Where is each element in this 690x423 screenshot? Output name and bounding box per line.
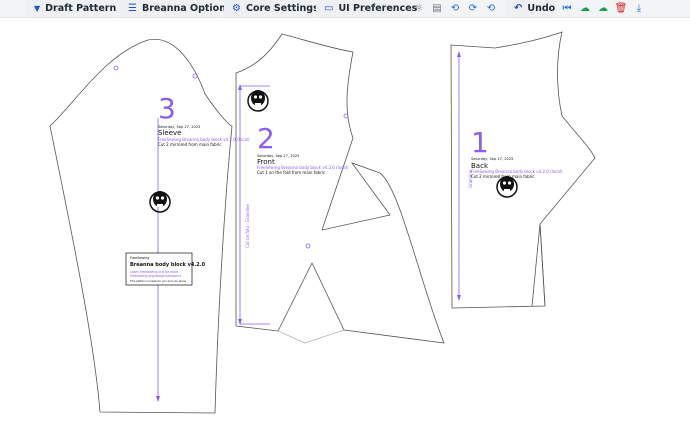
sleeve-outline bbox=[49, 38, 233, 414]
trash-icon[interactable]: 🗑 bbox=[614, 3, 628, 14]
back-grainline-label: Grainline bbox=[468, 169, 473, 188]
front-instruction: Cut 1 on the fold from main fabric bbox=[257, 170, 325, 175]
sleeve-date: Saturday, Sep 27, 2025 bbox=[158, 125, 200, 129]
toolbar: ▼ Draft Pattern ☰ Breanna Options ⚙ Core… bbox=[0, 0, 690, 18]
back-dart bbox=[531, 223, 546, 307]
zoom-fit-icon[interactable]: ⟲ bbox=[450, 3, 460, 14]
front-title: Front bbox=[257, 158, 275, 166]
skull-logo-icon bbox=[496, 176, 518, 198]
breanna-options-label: Breanna Options bbox=[141, 3, 232, 14]
back-title: Back bbox=[471, 162, 489, 170]
pattern-canvas[interactable]: 3 Saturday, Sep 27, 2025 Sleeve FreeSewi… bbox=[0, 18, 690, 423]
back-credit: FreeSewing Breanna body block v4.2.0 (lo… bbox=[471, 169, 563, 174]
sliders-icon: ☰ bbox=[128, 3, 137, 14]
skull-logo-icon bbox=[247, 90, 269, 112]
front-number: 2 bbox=[257, 122, 275, 155]
core-settings-label: Core Settings bbox=[245, 3, 319, 14]
chevron-down-icon: ▼ bbox=[34, 4, 41, 13]
first-icon[interactable]: ⏮ bbox=[562, 3, 572, 14]
breanna-options-button[interactable]: ☰ Breanna Options bbox=[120, 0, 232, 17]
ui-preferences-label: UI Preferences bbox=[338, 3, 418, 14]
sun-icon[interactable]: ☼ bbox=[414, 3, 424, 14]
export-icon[interactable]: ⤓ bbox=[636, 3, 642, 14]
front-notch bbox=[305, 243, 311, 249]
back-date: Saturday, Sep 27, 2025 bbox=[471, 157, 513, 161]
front-outline bbox=[235, 33, 445, 344]
sleeve-instruction: Cut 2 mirrored from main fabric bbox=[158, 142, 222, 147]
sleeve-notch bbox=[192, 73, 198, 79]
draft-pattern-button[interactable]: ▼ Draft Pattern bbox=[26, 0, 116, 17]
cloud-upload-icon[interactable]: ☁ bbox=[580, 3, 590, 14]
undo-icon: ↶ bbox=[514, 3, 523, 14]
grain-arrow bbox=[156, 396, 160, 402]
cloud-save-icon[interactable]: ☁ bbox=[598, 3, 608, 14]
front-dart-line bbox=[277, 329, 345, 344]
undo-button[interactable]: ↶ Undo bbox=[506, 0, 556, 17]
sleeve-title: Sleeve bbox=[158, 129, 181, 137]
core-settings-button[interactable]: ⚙ Core Settings bbox=[224, 0, 319, 17]
title-block-fine: This pattern is made for you and you alo… bbox=[130, 279, 186, 283]
front-fold-label: Cut on fold · Grainline bbox=[245, 204, 250, 248]
title-block-line1: Learn freesewing.org for more bbox=[130, 270, 178, 274]
back-number: 1 bbox=[471, 126, 489, 159]
title-block-brand: FreeSewing bbox=[130, 256, 149, 260]
title-block-name: Breanna body block v4.2.0 bbox=[130, 262, 206, 268]
back-instruction: Cut 2 mirrored from main fabric bbox=[471, 174, 535, 179]
back-outline bbox=[450, 31, 596, 309]
front-date: Saturday, Sep 27, 2025 bbox=[257, 154, 299, 158]
reset-icon[interactable]: ⟳ bbox=[468, 3, 478, 14]
title-block-line2: freesewing.org/designs/breanna bbox=[130, 274, 181, 278]
sleeve-credit: FreeSewing Breanna body block v4.2.0 (lo… bbox=[158, 137, 250, 142]
paperless-icon[interactable]: ▤ bbox=[432, 3, 442, 14]
grain-arrow bbox=[457, 51, 461, 57]
gear-icon: ⚙ bbox=[232, 3, 241, 14]
skull-logo-icon bbox=[149, 191, 171, 213]
sleeve-number: 3 bbox=[158, 92, 176, 125]
ui-preferences-button[interactable]: ▭ UI Preferences bbox=[316, 0, 417, 17]
monitor-icon: ▭ bbox=[324, 3, 334, 14]
history-icon[interactable]: ⟲ bbox=[486, 3, 496, 14]
undo-label: Undo bbox=[527, 3, 556, 14]
front-credit: FreeSewing Breanna body block v4.2.0 (lo… bbox=[257, 165, 349, 170]
front-notch bbox=[343, 113, 349, 119]
draft-pattern-label: Draft Pattern bbox=[45, 3, 117, 14]
grain-arrow bbox=[457, 295, 461, 301]
title-block bbox=[125, 252, 193, 286]
sleeve-notch bbox=[113, 65, 119, 71]
fold-arrow bbox=[238, 84, 242, 90]
fold-arrow bbox=[238, 319, 242, 325]
